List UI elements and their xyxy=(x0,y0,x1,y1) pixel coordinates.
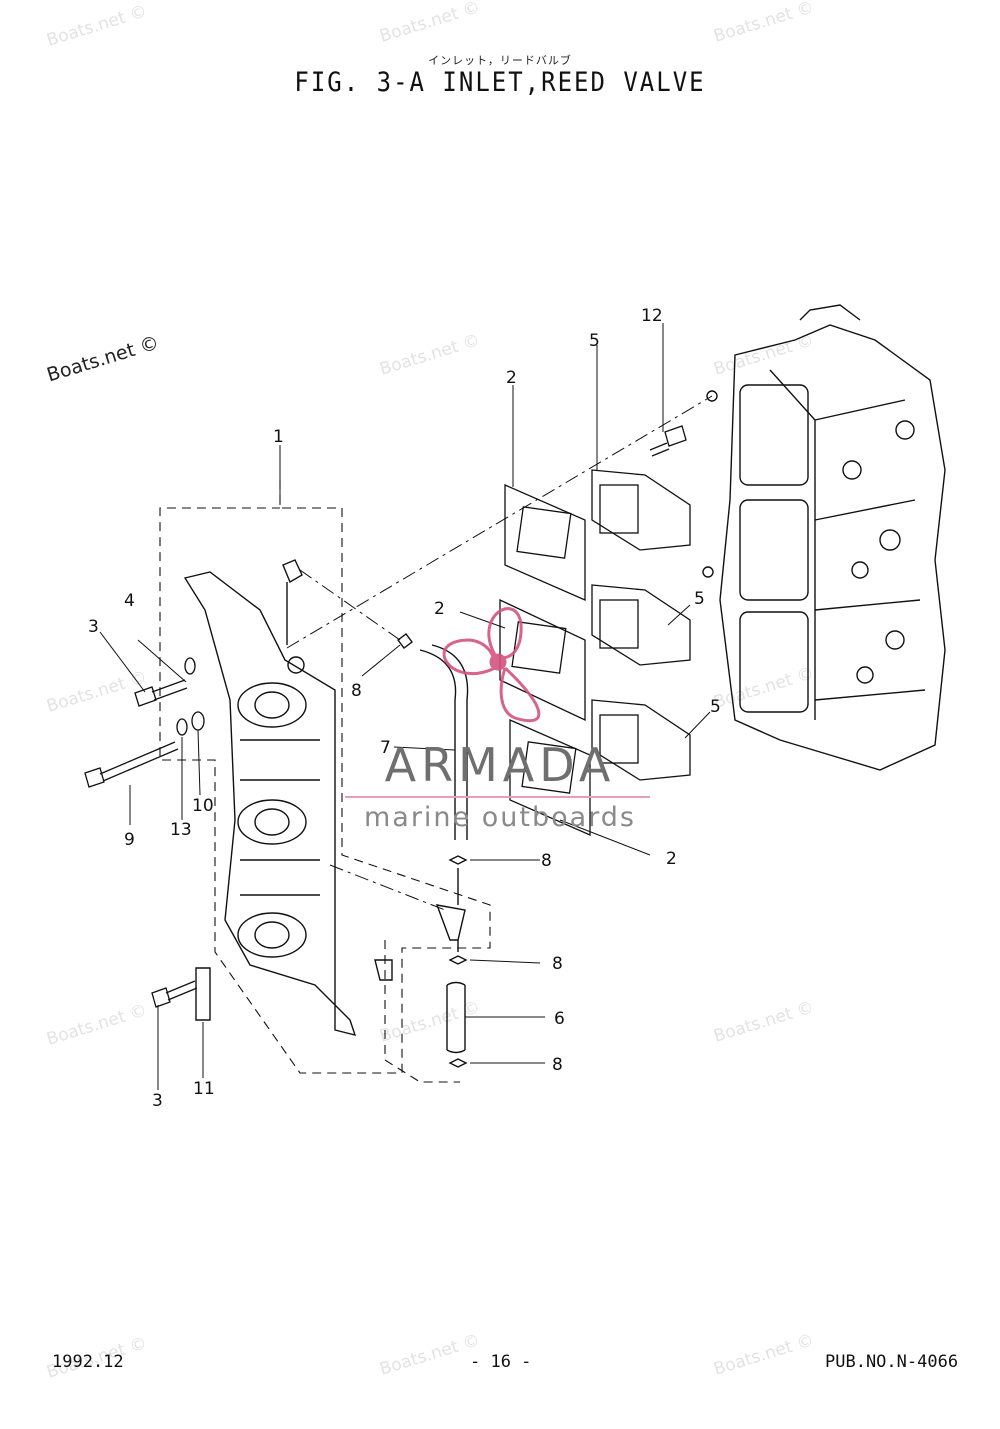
callout-1: 1 xyxy=(273,427,284,447)
callout-8: 8 xyxy=(351,681,362,701)
hoses-and-fittings xyxy=(195,633,469,1068)
callout-12: 12 xyxy=(641,306,663,326)
leader-lines xyxy=(99,323,711,1090)
callout-7: 7 xyxy=(380,738,391,758)
footer-publication-number: PUB.NO.N-4066 xyxy=(825,1352,959,1372)
brand-divider xyxy=(345,796,650,798)
callout-5: 5 xyxy=(589,331,600,351)
callout-3: 3 xyxy=(88,617,99,637)
brand-tagline: marine outboards xyxy=(363,802,636,833)
cylinder-block xyxy=(702,304,946,771)
callout-5: 5 xyxy=(694,589,705,609)
footer-date: 1992.12 xyxy=(52,1352,124,1372)
callout-5: 5 xyxy=(710,697,721,717)
callout-10: 10 xyxy=(192,796,214,816)
callout-4: 4 xyxy=(124,591,135,611)
callout-11: 11 xyxy=(193,1079,215,1099)
callout-2: 2 xyxy=(434,599,445,619)
gaskets xyxy=(499,484,591,836)
callout-8: 8 xyxy=(552,954,563,974)
callout-13: 13 xyxy=(170,820,192,840)
intake-manifold xyxy=(183,559,357,1036)
reed-valve-assemblies xyxy=(591,469,691,781)
callout-6: 6 xyxy=(554,1009,565,1029)
footer-page-number: - 16 - xyxy=(470,1352,532,1372)
brand-name: ARMADA xyxy=(384,738,616,792)
callout-8: 8 xyxy=(541,851,552,871)
figure-subtitle-japanese: インレット，リードバルブ xyxy=(428,54,572,67)
figure-title: FIG. 3-A INLET,REED VALVE xyxy=(294,66,706,98)
brand-logo-mark xyxy=(442,607,541,723)
callout-numbers: 1 2 2 2 3 3 4 5 5 5 6 7 8 8 8 8 9 10 11 … xyxy=(88,306,721,1111)
callout-2: 2 xyxy=(666,849,677,869)
callout-9: 9 xyxy=(124,830,135,850)
callout-3: 3 xyxy=(152,1091,163,1111)
callout-8: 8 xyxy=(552,1055,563,1075)
callout-2: 2 xyxy=(506,368,517,388)
bolts-and-washers xyxy=(84,425,687,1008)
